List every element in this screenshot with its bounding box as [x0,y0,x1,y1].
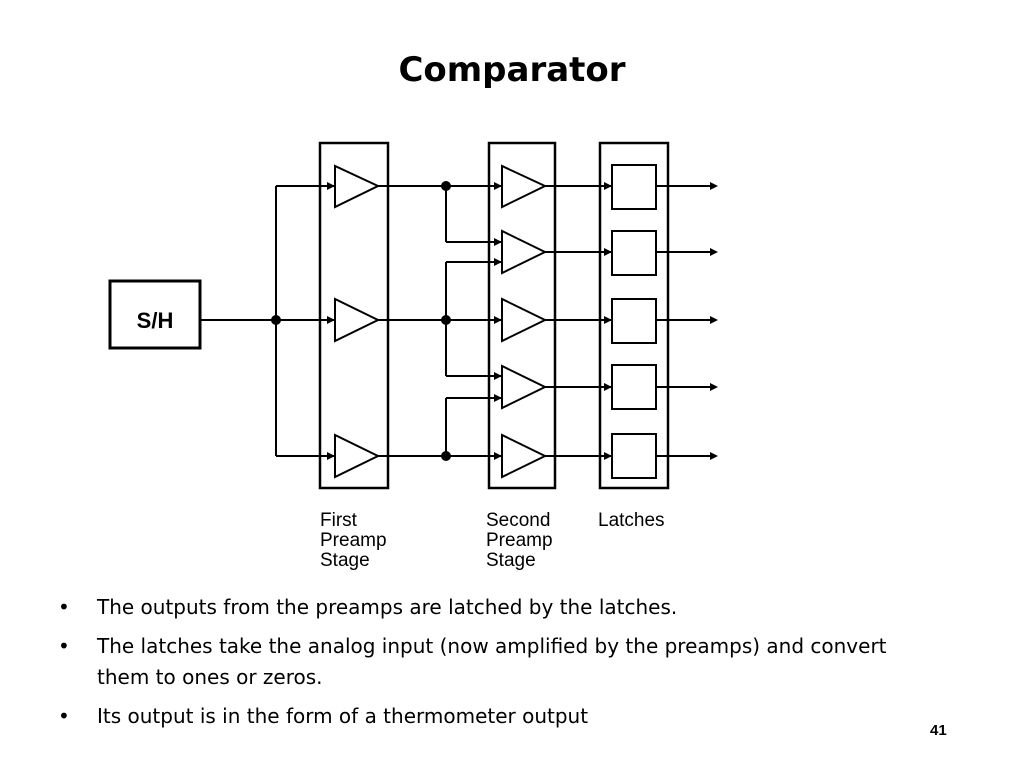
latch-1 [611,164,657,210]
first-stage-label-line2: Preamp [320,530,387,551]
second-stage-amp-5 [501,433,548,479]
sh-block [108,279,202,350]
latch-5 [611,433,657,479]
second-stage-amp-2 [501,229,548,275]
slide-title: Comparator [398,50,626,90]
bullet-marker: • [58,634,70,658]
bullet-item: • Its output is in the form of a thermome… [58,701,938,732]
bullet-text: The latches take the analog input (now a… [97,634,887,689]
first-preamp-stage-box [318,141,390,490]
first-stage-label-line3: Stage [320,550,370,571]
comparator-block-diagram: S/H First Preamp Stage Second Preamp Sta… [108,141,718,571]
bullet-item: • The outputs from the preamps are latche… [58,592,938,623]
second-stage-label-line2: Preamp [486,530,553,551]
latch-4 [611,364,657,410]
second-preamp-stage-box [487,141,557,490]
first-stage-amp-1 [334,164,381,209]
junction-dot [271,315,281,325]
bullet-item: • The latches take the analog input (now … [58,631,938,693]
latches-label: Latches [598,510,665,531]
sh-label: S/H [137,308,174,333]
bullet-marker: • [58,704,70,728]
junction-dot [441,181,451,191]
second-stage-label-line1: Second [486,510,550,531]
bullet-marker: • [58,595,70,619]
latch-2 [611,230,657,276]
second-stage-amp-1 [501,164,548,209]
first-stage-amp-3 [334,433,381,479]
first-stage-amp-2 [334,297,381,343]
junction-dot [441,451,451,461]
bullet-list: • The outputs from the preamps are latche… [58,592,938,740]
junction-dot [441,315,451,325]
second-stage-label-line3: Stage [486,550,536,571]
page-number: 41 [930,722,947,739]
latch-3 [611,298,657,344]
latches-box [598,141,670,490]
bullet-text: Its output is in the form of a thermomet… [97,704,589,728]
second-stage-amp-3 [501,297,548,343]
first-stage-label-line1: First [320,510,358,531]
second-stage-amp-4 [501,364,548,410]
bullet-text: The outputs from the preamps are latched… [97,595,678,619]
